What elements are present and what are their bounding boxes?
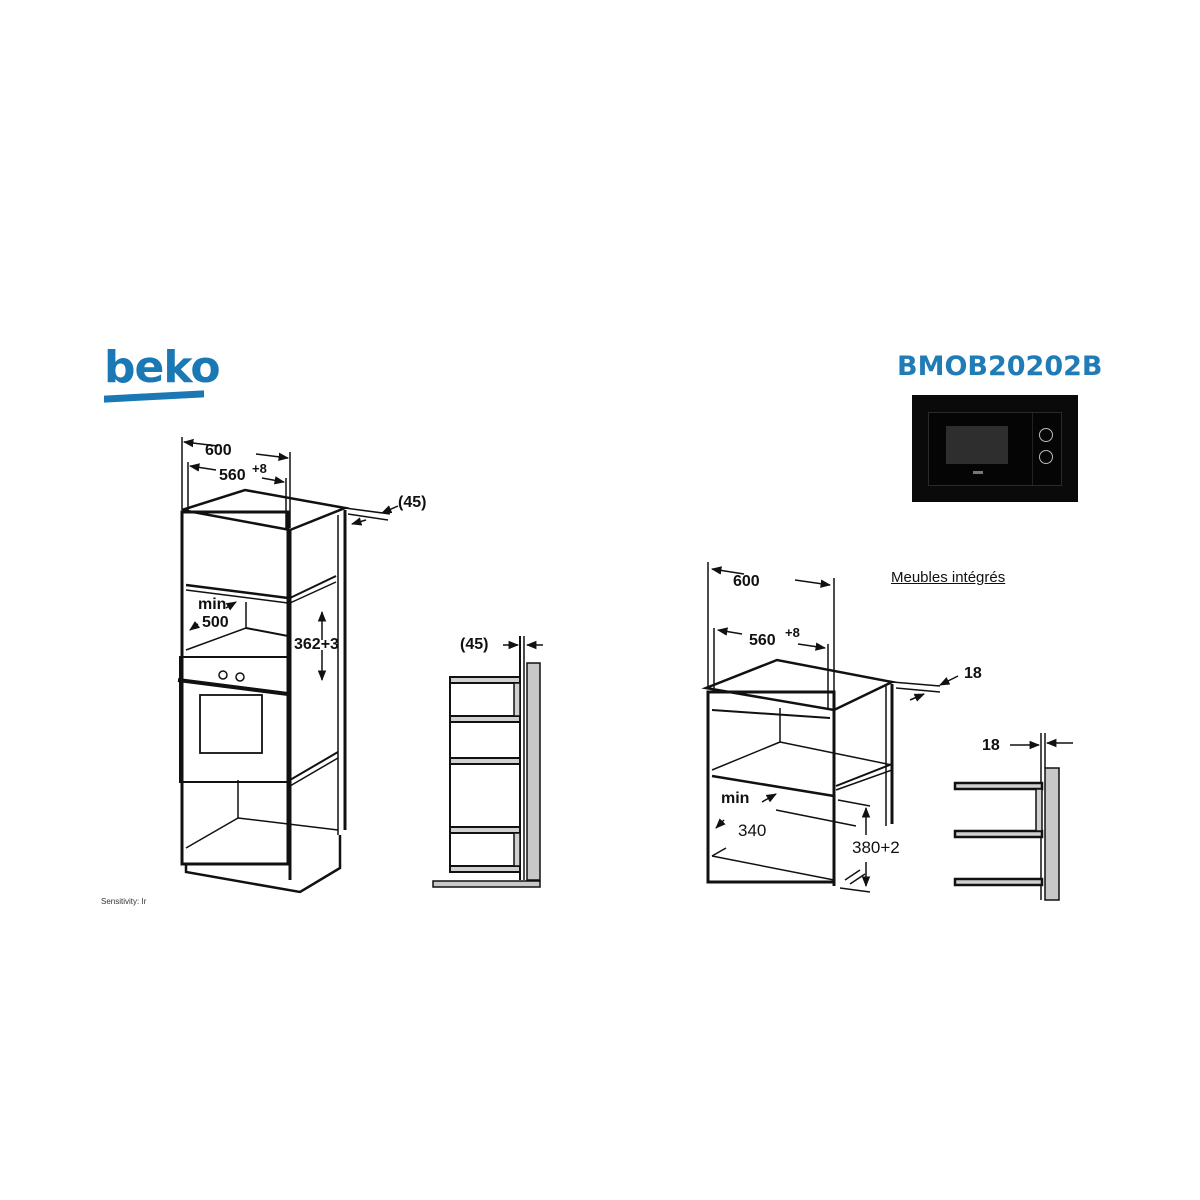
knob-timer-icon [1039,428,1053,442]
microwave-window [946,426,1008,464]
model-number: BMOB20202B [897,351,1103,382]
wall-width-inner: 560 [749,632,776,649]
wall-side-drawing [953,733,1073,901]
control-panel [1032,413,1033,485]
wall-depth-min-label: min [721,790,749,807]
product-image [912,395,1078,502]
microwave-icon [928,412,1062,486]
tall-side-drawing [432,636,543,888]
section-label: Meubles intégrés [891,569,1006,586]
beko-logo: beko [104,346,221,403]
tall-width-tolerance: +8 [252,461,267,476]
side-rear-gap: (45) [460,636,488,653]
wall-depth-min-value: 340 [738,821,766,840]
tall-rear-gap: (45) [398,494,426,511]
tall-cabinet-drawing [177,437,399,894]
tall-width-inner: 560 [219,467,246,484]
tall-width-outer: 600 [205,442,232,459]
wall-niche-height: 380+2 [852,838,900,857]
wall-width-outer: 600 [733,573,760,590]
wall-cabinet-drawing [701,562,959,893]
tall-depth-min-label: min [198,596,226,613]
sensitivity-note: Sensitivity: Ir [101,897,147,906]
side-panel-thickness: 18 [982,737,1000,754]
logo-text: beko [104,342,221,393]
knob-power-icon [1039,450,1053,464]
tall-niche-height: 362+3 [294,636,339,653]
tall-depth-min-value: 500 [202,614,229,631]
microwave-logo [973,471,983,474]
wall-panel-thickness: 18 [964,665,982,682]
wall-width-tolerance: +8 [785,625,800,640]
